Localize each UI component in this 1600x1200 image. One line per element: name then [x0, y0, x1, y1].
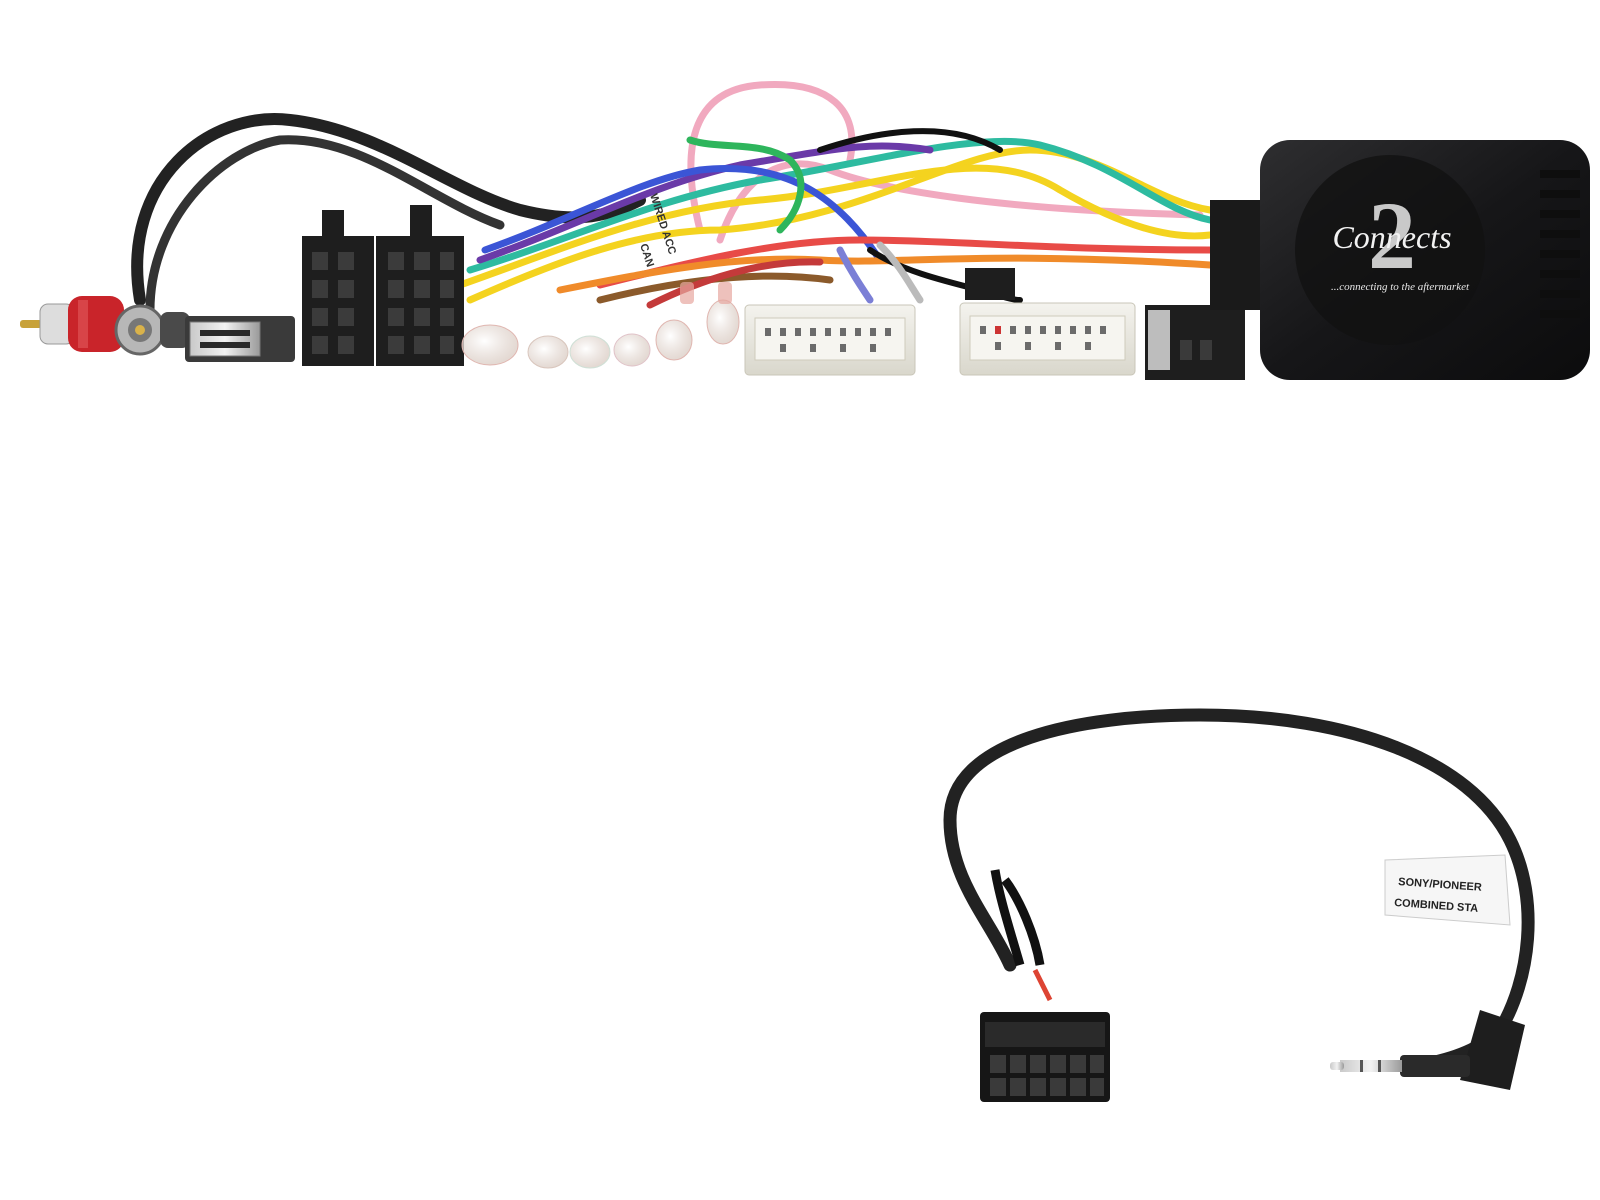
logo-number: 2: [1368, 182, 1416, 289]
lead-tag: SONY/PIONEER COMBINED STA: [1384, 854, 1511, 926]
lead-cable: [943, 708, 1535, 1072]
white-connector-1: [744, 304, 916, 376]
wire-bundle: [456, 80, 1214, 309]
main-harness: WIRED ACC CAN: [20, 80, 1590, 380]
steering-lead: SONY/PIONEER COMBINED STA: [943, 708, 1535, 1102]
interface-module: 2 Connects ...connecting to the aftermar…: [1210, 140, 1590, 380]
white-connector-2: [959, 302, 1136, 376]
small-black-connector: [965, 268, 1245, 380]
molex-connector-icon: [980, 1012, 1110, 1102]
logo-tagline: ...connecting to the aftermarket: [1331, 281, 1470, 293]
logo-text: Connects: [1332, 219, 1451, 255]
rca-plug-grey-icon: [114, 304, 190, 356]
lead-tag-line1: SONY/PIONEER: [1398, 876, 1482, 894]
can-label: CAN: [637, 242, 656, 268]
iso-connector-icon: [302, 205, 464, 366]
usb-plug-icon: [185, 316, 295, 362]
jack-plug-icon: [1330, 1010, 1525, 1090]
lead-tag-line2: COMBINED STA: [1394, 897, 1479, 915]
rca-plug-red-icon: [20, 296, 124, 352]
bullet-terminals: [461, 282, 740, 369]
